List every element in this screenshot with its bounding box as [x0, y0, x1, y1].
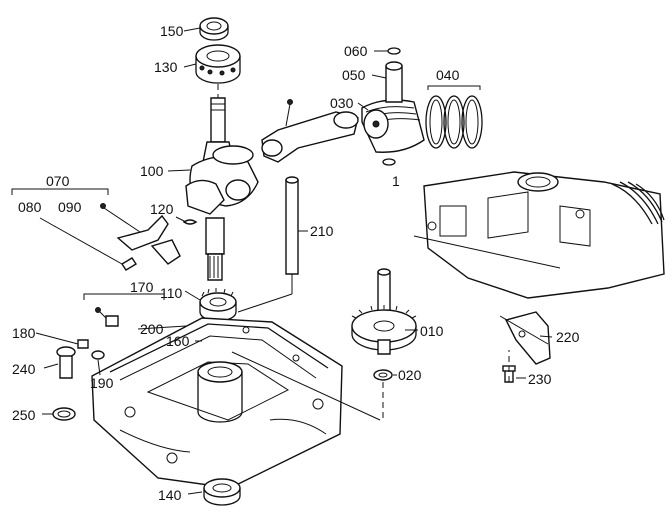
rod-210	[237, 176, 299, 313]
label-110: 110	[160, 285, 183, 301]
pin-clip-1	[382, 158, 396, 166]
label-100: 100	[140, 163, 164, 179]
pin-120	[182, 219, 198, 225]
label-090: 090	[58, 199, 82, 215]
piston-030	[361, 99, 425, 153]
washer-020	[373, 369, 393, 420]
piston-rings-040	[425, 85, 483, 149]
part-number-labels: 150 130 060 050 040 030 100 070 080 090 …	[12, 23, 580, 503]
label-150: 150	[160, 23, 184, 39]
washer-190	[91, 350, 105, 360]
label-210: 210	[310, 223, 334, 239]
label-200: 200	[140, 321, 164, 337]
breather-220	[499, 311, 551, 365]
label-180: 180	[12, 325, 36, 341]
label-080: 080	[18, 199, 42, 215]
label-250: 250	[12, 407, 36, 423]
label-040: 040	[436, 67, 460, 83]
label-240: 240	[12, 361, 36, 377]
label-1: 1	[392, 173, 400, 189]
bolt-230	[502, 350, 516, 383]
fitting-200	[83, 293, 165, 327]
plug-240	[56, 346, 76, 379]
label-230: 230	[528, 371, 552, 387]
leader-lines	[35, 27, 553, 495]
bearing-140	[203, 478, 241, 506]
label-010: 010	[420, 323, 444, 339]
o-ring-250	[52, 407, 76, 421]
label-130: 130	[154, 59, 178, 75]
piston-pin-050	[385, 61, 403, 103]
label-050: 050	[342, 67, 366, 83]
label-030: 030	[330, 95, 354, 111]
label-070: 070	[46, 173, 70, 189]
crankshaft-100	[185, 84, 259, 281]
cylinder-block	[413, 171, 665, 299]
label-160: 160	[166, 333, 190, 349]
label-170: 170	[130, 279, 154, 295]
label-220: 220	[556, 329, 580, 345]
bearing-130	[195, 44, 241, 84]
label-020: 020	[398, 367, 422, 383]
connecting-rod	[261, 99, 359, 163]
label-060: 060	[344, 43, 368, 59]
plug-180	[77, 339, 89, 349]
cam-gear-010	[351, 268, 417, 355]
pin-clip-060	[387, 47, 401, 55]
crankcase-base	[91, 317, 381, 489]
gear-110	[199, 288, 237, 322]
oil-seal-150	[199, 17, 229, 41]
label-190: 190	[90, 375, 114, 391]
governor-lever-070	[11, 188, 181, 271]
label-120: 120	[150, 201, 174, 217]
label-140: 140	[158, 487, 182, 503]
